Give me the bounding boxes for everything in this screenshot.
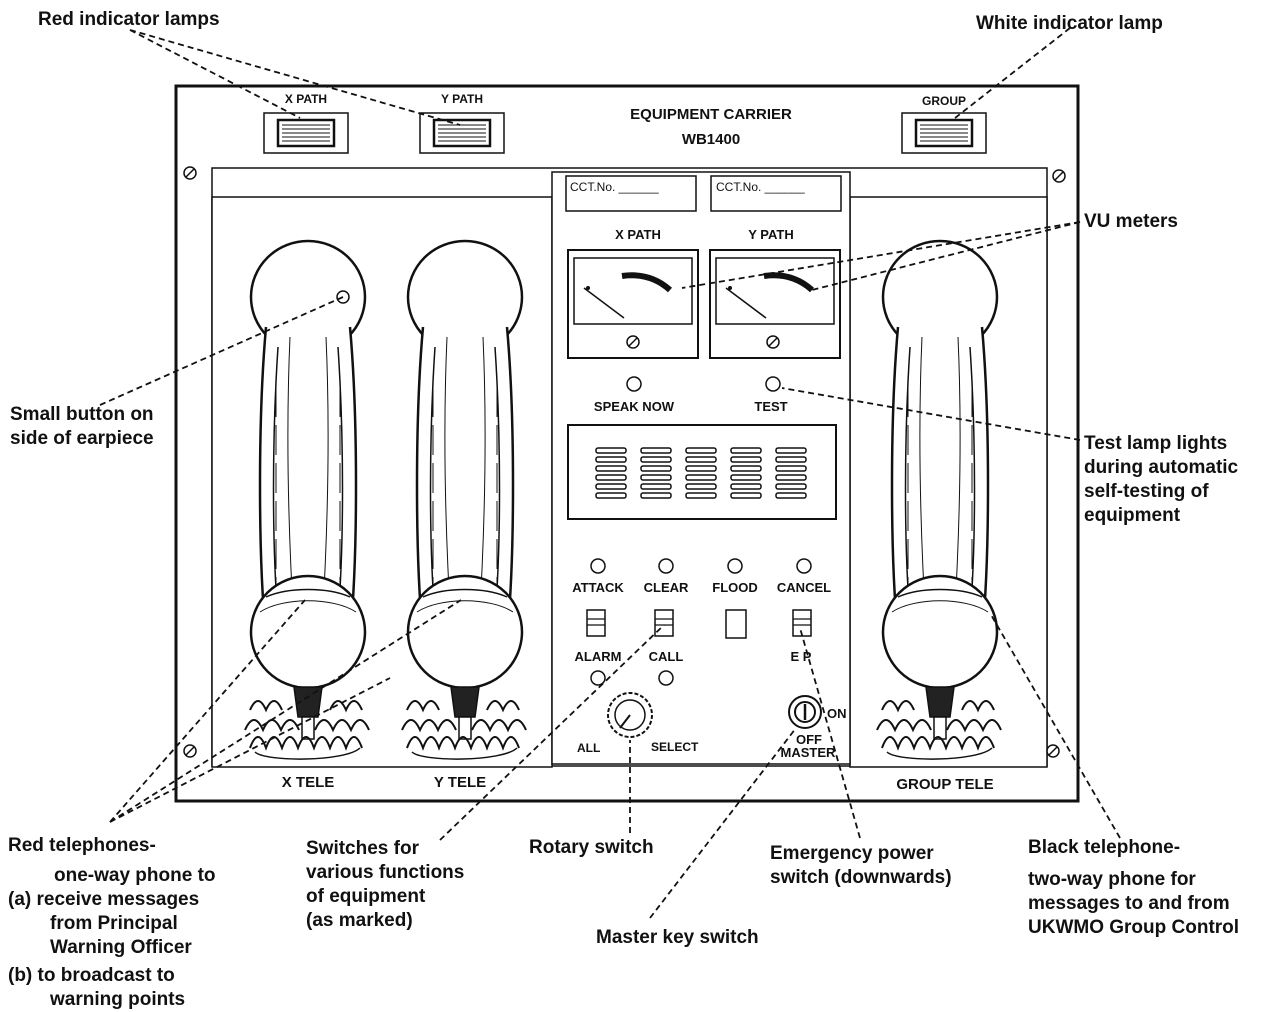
x-path-meter-label: X PATH — [615, 227, 661, 242]
black-telephone-callout: Black telephone- two-way phone for messa… — [1028, 837, 1240, 938]
group-tele-label: GROUP TELE — [896, 776, 994, 793]
vu-meter-x — [567, 249, 699, 359]
red-telephones-callout: Red telephones- one-way phone to (a) rec… — [8, 835, 216, 1010]
cancel-label: CANCEL — [776, 580, 832, 595]
group-tele-handset[interactable] — [881, 239, 999, 741]
call-lamp — [658, 670, 674, 686]
clear-label: CLEAR — [643, 580, 689, 595]
master-key-switch[interactable] — [788, 695, 822, 729]
equipment-carrier-model: WB1400 — [681, 131, 741, 148]
y-tele-handset[interactable] — [406, 239, 524, 741]
screw-icon — [1052, 169, 1066, 183]
white-indicator-lamp-callout: White indicator lamp — [976, 13, 1163, 34]
alarm-lamp — [590, 670, 606, 686]
cancel-lamp — [796, 558, 812, 574]
cct-number-x: CCT.No. ______ — [570, 180, 659, 194]
speak-now-label: SPEAK NOW — [593, 399, 675, 414]
vu-meters-callout: VU meters — [1084, 211, 1178, 232]
test-lamp — [765, 376, 781, 392]
leader-lines — [99, 27, 1121, 919]
group-lamp — [900, 111, 988, 155]
x-path-lamp — [262, 111, 350, 155]
alarm-label: ALARM — [574, 649, 622, 664]
equipment-carrier-title: EQUIPMENT CARRIER — [630, 106, 792, 123]
test-label: TEST — [754, 399, 788, 414]
master-label: MASTER — [780, 745, 836, 760]
x-tele-label: X TELE — [281, 774, 335, 791]
off-label: OFF — [796, 732, 822, 747]
flood-lamp — [727, 558, 743, 574]
y-path-lamp — [418, 111, 506, 155]
switches-callout: Switches for various functions of equipm… — [306, 838, 465, 931]
speak-now-lamp — [626, 376, 642, 392]
on-label: ON — [827, 706, 847, 721]
vu-meter-y — [709, 249, 841, 359]
master-key-switch-callout: Master key switch — [596, 927, 759, 948]
cct-box-x — [565, 175, 697, 212]
clear-lamp — [658, 558, 674, 574]
select-label: SELECT — [651, 740, 699, 754]
x-tele-handset[interactable] — [249, 239, 367, 741]
small-button-callout: Small button on side of earpiece — [10, 404, 154, 449]
cct-number-y: CCT.No. ______ — [716, 180, 805, 194]
screw-icon — [183, 744, 197, 758]
test-lamp-callout: Test lamp lights during automatic self-t… — [1084, 433, 1239, 526]
flood-label: FLOOD — [712, 580, 758, 595]
y-path-lamp-label: Y PATH — [440, 92, 483, 106]
emergency-power-callout: Emergency power switch (downwards) — [770, 843, 952, 888]
all-label: ALL — [577, 741, 601, 755]
flood-switch[interactable] — [725, 609, 747, 639]
x-path-lamp-label: X PATH — [284, 92, 328, 106]
rotary-switch-callout: Rotary switch — [529, 837, 654, 858]
screw-icon — [183, 166, 197, 180]
y-tele-label: Y TELE — [433, 774, 487, 791]
y-path-meter-label: Y PATH — [748, 227, 794, 242]
red-indicator-lamps-callout: Red indicator lamps — [38, 9, 220, 30]
call-label: CALL — [648, 649, 684, 664]
attack-label: ATTACK — [572, 580, 624, 595]
loudspeaker-grille — [567, 424, 837, 520]
alarm-switch[interactable] — [586, 609, 606, 637]
cct-box-y — [710, 175, 842, 212]
attack-lamp — [590, 558, 606, 574]
ep-label: E P — [790, 649, 812, 664]
rotary-switch[interactable] — [607, 692, 653, 738]
group-lamp-label: GROUP — [921, 94, 966, 108]
screw-icon — [1046, 744, 1060, 758]
